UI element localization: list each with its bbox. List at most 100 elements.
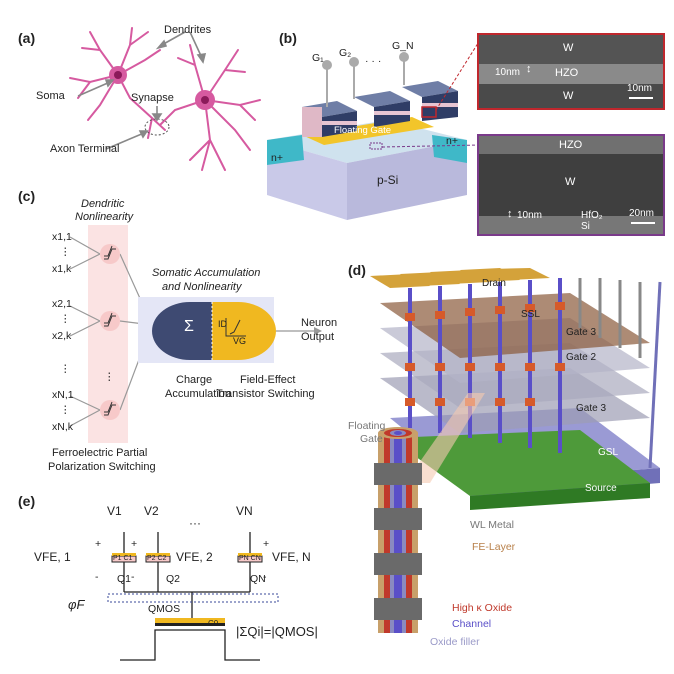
nplus-right-label: n+ (446, 135, 458, 147)
charge-equation: |ΣQi|=|QMOS| (236, 624, 318, 639)
tem1-arrow: ↕ (526, 63, 532, 75)
tem1-w-bottom: W (563, 90, 574, 102)
phi-label: φF (68, 597, 85, 612)
panel-label-b: (b) (279, 30, 297, 46)
tem1-w-top: W (563, 42, 574, 54)
gates-ellipsis: · · · (365, 55, 382, 67)
ferro-label-1: Ferroelectric Partial (52, 447, 148, 459)
soma-label: Soma (36, 90, 65, 102)
gate3-top-label: Gate 3 (566, 327, 597, 338)
input-dots-1: ⋮ (60, 246, 71, 258)
input-x21: x2,1 (52, 298, 72, 310)
minus-2: - (131, 571, 135, 583)
neuron-output-1: Neuron (301, 317, 338, 329)
input-x1k: x1,k (52, 263, 72, 275)
tem2-scalebar (631, 222, 655, 224)
axon-terminal-label: Axon Terminal (50, 143, 120, 155)
dendritic-title-1: Dendritic (81, 198, 125, 210)
vfe1-label: VFE, 1 (34, 550, 71, 564)
plus-1: + (95, 538, 102, 550)
tem2-scale: 20nm (629, 208, 655, 219)
vn-label: VN (236, 504, 253, 518)
panel-label-c: (c) (18, 188, 36, 204)
vfen-label: VFE, N (272, 550, 311, 564)
inputs-vdots: ⋮ (60, 363, 71, 375)
tem2-arrow: ↕ (507, 208, 513, 220)
input-x11: x1,1 (52, 231, 72, 243)
tem1-hzo: HZO (555, 67, 579, 79)
fefet-device-3d (267, 43, 477, 220)
v1-label: V1 (107, 504, 122, 518)
v2-label: V2 (144, 504, 159, 518)
input-dots-n: ⋮ (60, 404, 71, 416)
drain-label: Drain (482, 278, 506, 289)
tem1-thickness: 10nm (495, 67, 521, 78)
tem2-w: W (565, 176, 576, 188)
panel-label-e: (e) (18, 493, 36, 509)
tem2-si: Si (581, 221, 590, 232)
floating-gate-label-2: Gate (360, 433, 383, 445)
nplus-left-label: n+ (271, 152, 283, 164)
dendrite-vdots: ⋮ (104, 371, 115, 383)
cap1-label: P1 C1 (113, 555, 133, 562)
id-label: ID (218, 319, 227, 329)
soma-node (152, 302, 322, 360)
fe-layer-label: FE-Layer (472, 541, 516, 553)
g2-label: G₂ (339, 47, 352, 59)
g1-label: G₁ (312, 52, 324, 64)
oxide-filler-label: Oxide filler (430, 636, 480, 648)
vfe2-label: VFE, 2 (176, 550, 213, 564)
input-dots-2: ⋮ (60, 313, 71, 325)
somatic-title-2: and Nonlinearity (162, 281, 242, 293)
dendritic-title-2: Nonlinearity (75, 211, 134, 223)
cap2-label: P2 C2 (147, 555, 167, 562)
source-label: Source (585, 483, 617, 494)
plus-2: + (131, 538, 138, 550)
neuron-illustration (69, 27, 261, 171)
gate2-label: Gate 2 (566, 352, 597, 363)
channel-label: Channel (452, 618, 492, 630)
charge-label-2: Accumulation (165, 388, 232, 400)
tem2-thickness: 10nm (517, 210, 543, 221)
ferro-label-2: Polarization Switching (48, 461, 156, 473)
high-k-label: High κ Oxide (452, 602, 513, 614)
circuit-diagram (107, 532, 279, 661)
fet-label-2: Transistor Switching (216, 388, 315, 400)
tem-image-hzo: W 10nm ↕ HZO W 10nm (477, 33, 665, 110)
dendrites-label: Dendrites (164, 24, 212, 36)
tem2-hfo2: HfO₂ (581, 210, 603, 221)
sigma-symbol: Σ (184, 318, 194, 335)
floating-gate-label: Floating Gate (334, 125, 392, 136)
ssl-label: SSL (521, 309, 540, 320)
q1-label: Q1 (117, 573, 132, 585)
plus-n: + (263, 538, 270, 550)
tem1-scale: 10nm (627, 83, 653, 94)
synapse-label: Synapse (131, 92, 174, 104)
minus-n: - (263, 571, 267, 583)
somatic-title-1: Somatic Accumulation (152, 267, 261, 279)
neuron-output-2: Output (301, 331, 335, 343)
c0-label: C0 (208, 619, 219, 628)
tem1-scalebar (629, 97, 653, 99)
tem2-hzo: HZO (559, 139, 583, 151)
input-x2k: x2,k (52, 330, 72, 342)
v-ellipsis: ··· (189, 516, 201, 530)
qmos-label: QMOS (148, 603, 181, 615)
wl-metal-label: WL Metal (470, 519, 514, 531)
gn-label: G_N (392, 40, 414, 52)
gate3-bottom-label: Gate 3 (576, 403, 607, 414)
capn-label: PN CN (239, 555, 261, 562)
charge-label-1: Charge (176, 374, 213, 386)
gsl-label: GSL (598, 447, 619, 458)
nand-array-3d (370, 268, 662, 633)
qn-label: QN (250, 573, 266, 585)
minus-1: - (95, 571, 99, 583)
neuron-model-diagram (69, 236, 153, 427)
psi-label: p-Si (377, 173, 399, 187)
input-xn1: xN,1 (52, 389, 74, 401)
floating-gate-label-1: Floating (348, 420, 386, 432)
vg-label: VG (233, 336, 247, 346)
fet-label-1: Field-Effect (240, 374, 296, 386)
tem-image-hfo2: HZO W ↕ 10nm HfO₂ Si 20nm (477, 134, 665, 236)
input-xnk: xN,k (52, 421, 73, 433)
